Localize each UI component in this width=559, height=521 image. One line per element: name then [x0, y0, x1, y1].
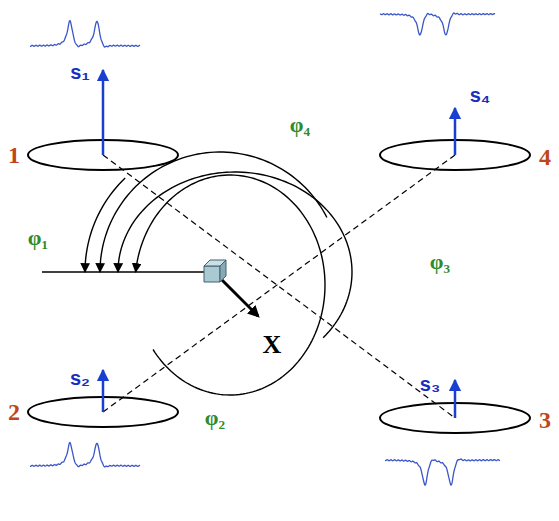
angle-arc [100, 152, 327, 272]
coil-number: 1 [8, 143, 20, 167]
coil-number: 3 [539, 408, 551, 432]
angle-arc [118, 172, 352, 338]
signal-name: s₂ [70, 368, 90, 388]
angle-label: φ₄ [290, 114, 310, 136]
signal-trace [380, 13, 495, 35]
signal-vector [102, 370, 105, 412]
signal-trace [30, 443, 140, 467]
magnet-cube [204, 260, 226, 282]
reference-line [42, 271, 210, 272]
sight-line [103, 155, 455, 418]
signal-trace [385, 459, 500, 485]
signal-name: s₄ [470, 85, 491, 105]
vector-label: X [263, 332, 282, 358]
position-vector [222, 280, 258, 316]
signal-vector [454, 380, 457, 418]
coil-number: 2 [8, 400, 20, 424]
angle-label: φ₃ [430, 251, 450, 273]
signal-vector [454, 108, 457, 155]
signal-vector [102, 70, 105, 155]
angle-label: φ₁ [28, 227, 48, 249]
signal-name: s₁ [70, 62, 89, 82]
angle-label: φ₂ [205, 407, 225, 429]
coil-number: 4 [539, 145, 551, 169]
sight-line [103, 155, 455, 412]
signal-name: s₃ [420, 374, 440, 394]
angle-arc [136, 175, 325, 395]
signal-trace [30, 21, 140, 47]
